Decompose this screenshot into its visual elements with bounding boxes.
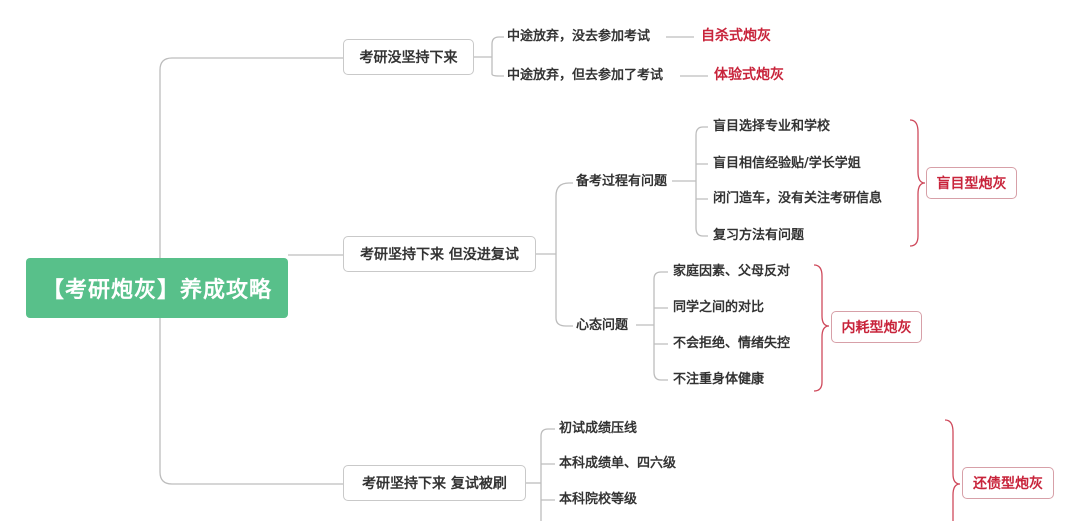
leaf-node[interactable]: 复习方法有问题 [713, 228, 805, 243]
group-node[interactable]: 心态问题 [576, 318, 629, 333]
result-badge[interactable]: 还债型炮灰 [962, 467, 1054, 499]
result-label: 盲目型炮灰 [936, 176, 1007, 192]
branch-label: 考研坚持下来 但没进复试 [360, 247, 519, 263]
leaf-node[interactable]: 盲目相信经验贴/学长学姐 [713, 156, 861, 171]
branch-label: 考研没坚持下来 [359, 50, 458, 66]
leaf-node[interactable]: 本科成绩单、四六级 [559, 456, 677, 471]
root-label: 【考研炮灰】养成攻略 [41, 278, 272, 303]
leaf-node[interactable]: 中途放弃，没去参加考试 [507, 29, 651, 44]
branch-node-1[interactable]: 考研没坚持下来 [343, 39, 474, 75]
leaf-node[interactable]: 初试成绩压线 [559, 421, 638, 436]
group-node[interactable]: 备考过程有问题 [576, 174, 668, 189]
leaf-node[interactable]: 家庭因素、父母反对 [673, 264, 791, 279]
branch-node-3[interactable]: 考研坚持下来 复试被刷 [343, 465, 526, 501]
root-node[interactable]: 【考研炮灰】养成攻略 [26, 258, 288, 318]
branch-node-2[interactable]: 考研坚持下来 但没进复试 [343, 236, 536, 272]
leaf-node[interactable]: 闭门造车，没有关注考研信息 [713, 191, 883, 206]
leaf-node[interactable]: 不注重身体健康 [673, 372, 765, 387]
leaf-node[interactable]: 本科院校等级 [559, 492, 638, 507]
result-badge[interactable]: 内耗型炮灰 [831, 311, 922, 343]
result-label: 还债型炮灰 [973, 476, 1043, 492]
result-badge[interactable]: 盲目型炮灰 [926, 167, 1017, 199]
leaf-node[interactable]: 盲目选择专业和学校 [713, 119, 831, 134]
result-label: 内耗型炮灰 [841, 320, 912, 336]
leaf-node[interactable]: 中途放弃，但去参加了考试 [507, 68, 664, 83]
leaf-node[interactable]: 不会拒绝、情绪失控 [673, 336, 791, 351]
result-label: 体验式炮灰 [714, 67, 784, 83]
leaf-node[interactable]: 同学之间的对比 [673, 300, 765, 315]
branch-label: 考研坚持下来 复试被刷 [362, 476, 507, 492]
result-label: 自杀式炮灰 [701, 28, 771, 44]
